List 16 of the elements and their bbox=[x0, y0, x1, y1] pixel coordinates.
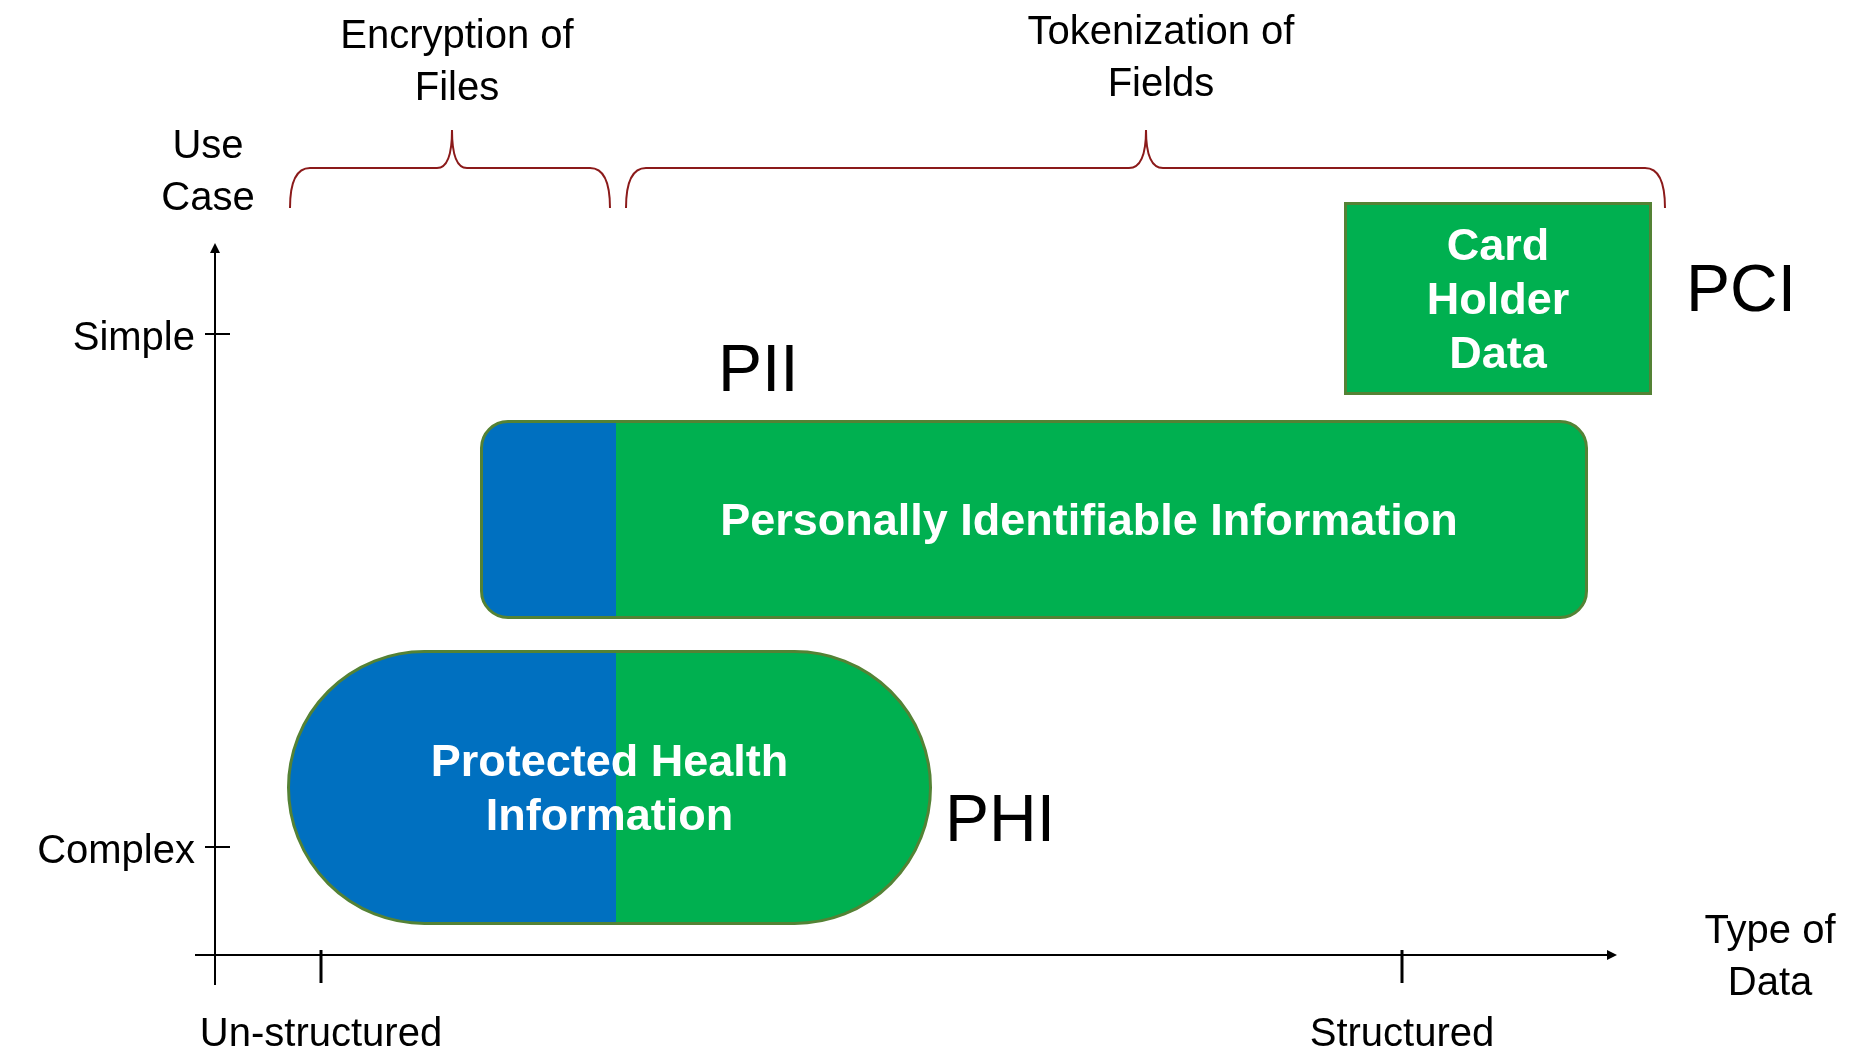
category-text: Card Holder Data bbox=[1425, 217, 1571, 380]
axis-label: Tokenization of Fields bbox=[1026, 7, 1296, 106]
axis-label: Use Case bbox=[160, 121, 256, 220]
abbreviation-label: PHI bbox=[945, 785, 1056, 851]
abbreviation-label: PII bbox=[718, 335, 799, 401]
axis-label: Un-structured bbox=[198, 1009, 444, 1053]
axis-label: Structured bbox=[1308, 1009, 1496, 1053]
axis-label: Encryption of Files bbox=[339, 11, 575, 110]
data-category-box bbox=[480, 420, 1588, 619]
abbreviation-label: PCI bbox=[1686, 255, 1797, 321]
axis-label: Complex bbox=[36, 826, 195, 873]
category-text: Personally Identifiable Information bbox=[720, 492, 1458, 547]
axis-label: Type of Data bbox=[1703, 906, 1837, 1005]
axis-label: Simple bbox=[71, 313, 195, 360]
category-text: Protected Health Information bbox=[429, 733, 790, 842]
data-category-box bbox=[1344, 202, 1652, 395]
